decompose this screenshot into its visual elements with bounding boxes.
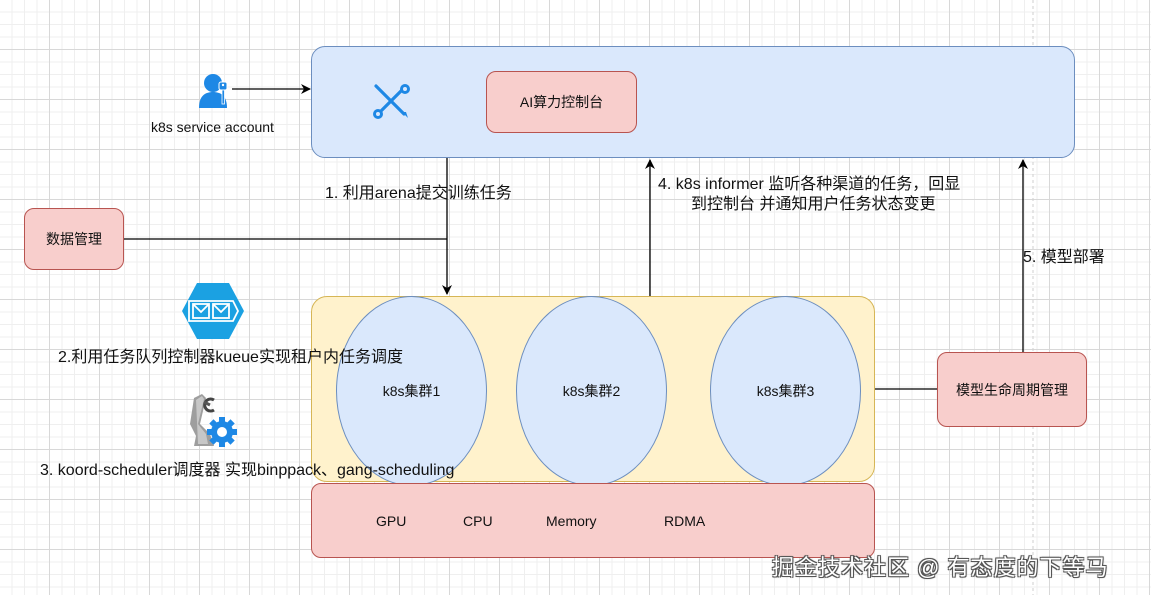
- tools-icon: [370, 80, 412, 122]
- resource-gpu: GPU: [376, 513, 407, 529]
- cluster-1[interactable]: k8s集群1: [336, 296, 487, 486]
- resource-cpu: CPU: [463, 513, 493, 529]
- message-queue-icon: [181, 282, 245, 340]
- step2-label: 2.利用任务队列控制器kueue实现租户内任务调度: [58, 349, 403, 366]
- service-account-actor[interactable]: [196, 70, 236, 110]
- data-management-box[interactable]: 数据管理: [24, 208, 124, 270]
- ai-console-box[interactable]: AI算力控制台: [486, 71, 637, 133]
- resource-rdma: RDMA: [664, 513, 706, 529]
- user-key-icon: [199, 74, 228, 108]
- step5-label: 5. 模型部署: [1023, 249, 1105, 266]
- step3-label: 3. koord-scheduler调度器 实现binppack、gang-sc…: [40, 462, 455, 479]
- ai-console-title: AI算力控制台: [519, 94, 604, 110]
- resources-panel[interactable]: [311, 483, 875, 558]
- robot-arm-gear-icon: [184, 390, 244, 450]
- cluster-2[interactable]: k8s集群2: [516, 296, 667, 486]
- step4-label-line1: 4. k8s informer 监听各种渠道的任务，回显: [658, 176, 961, 193]
- resource-memory: Memory: [546, 513, 597, 529]
- step4-label-line2: 到控制台 并通知用户任务状态变更: [691, 196, 936, 213]
- cluster-1-label: k8s集群1: [382, 383, 441, 399]
- cluster-3[interactable]: k8s集群3: [710, 296, 861, 486]
- model-lifecycle-box[interactable]: 模型生命周期管理: [937, 352, 1087, 427]
- cluster-3-label: k8s集群3: [756, 383, 815, 399]
- watermark: 掘金技术社区 @ 有态度的下等马: [772, 555, 1109, 580]
- console-panel[interactable]: [311, 46, 1075, 158]
- service-account-label: k8s service account: [151, 119, 274, 135]
- data-management-label: 数据管理: [46, 231, 102, 247]
- model-lifecycle-label: 模型生命周期管理: [956, 381, 1068, 398]
- step1-label: 1. 利用arena提交训练任务: [325, 185, 512, 202]
- cluster-2-label: k8s集群2: [562, 383, 621, 399]
